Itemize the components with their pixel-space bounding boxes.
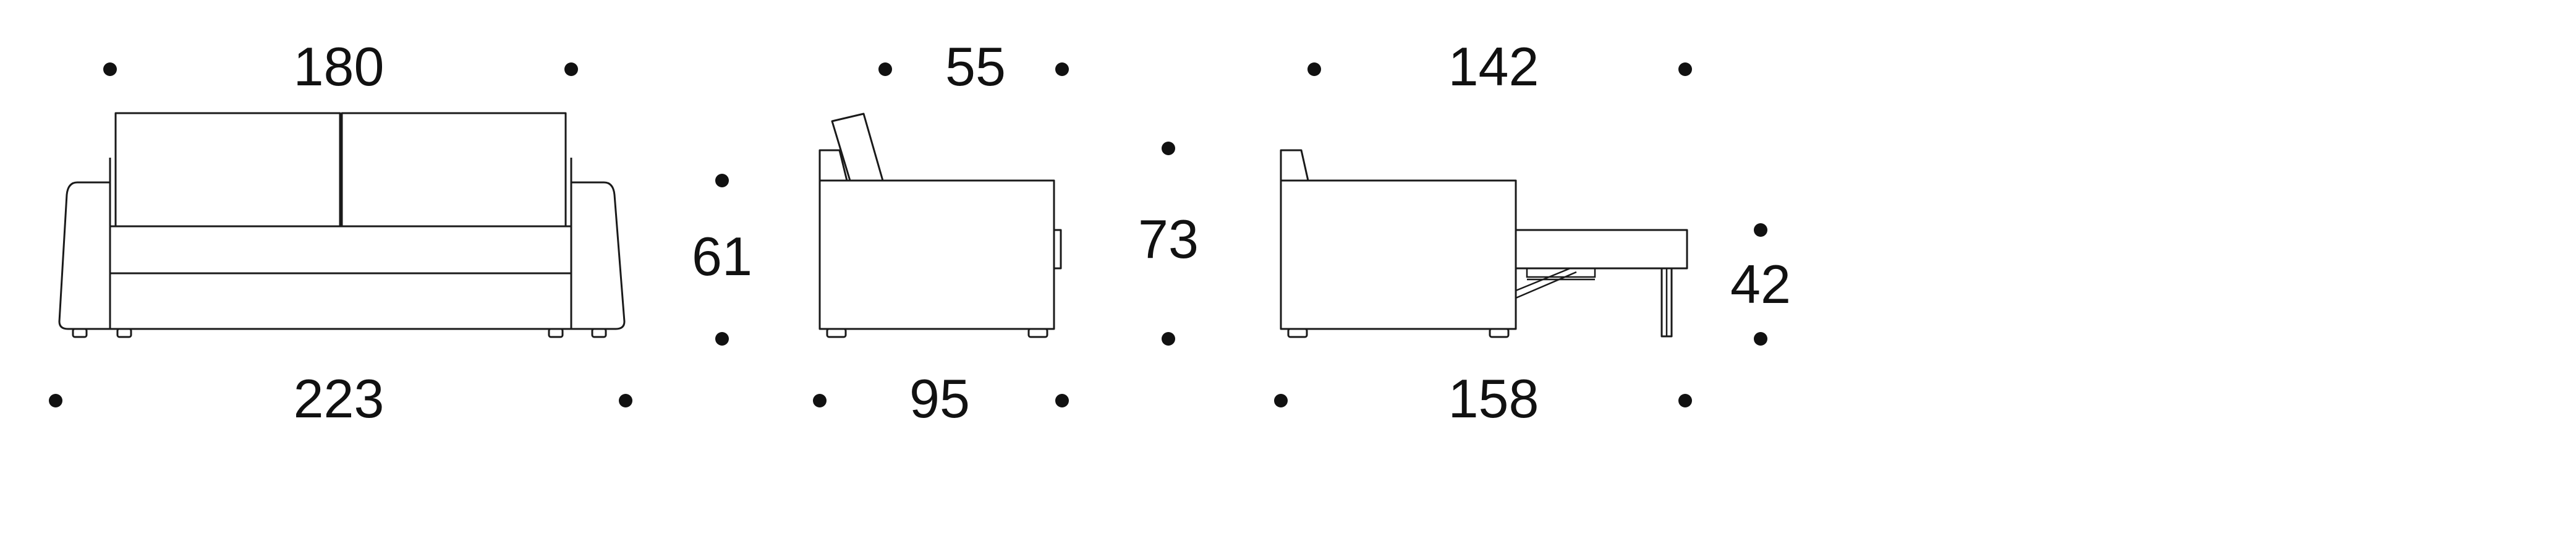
dot-180-right <box>564 62 578 76</box>
side-bottom-depth-label: 95 <box>909 368 970 429</box>
bed-foot-rear <box>1287 328 1308 338</box>
bed-top-length-label: 142 <box>1448 36 1539 97</box>
dot-158-right <box>1678 394 1692 407</box>
foot-1 <box>72 328 88 338</box>
left-armrest <box>58 181 110 330</box>
dot-42-bottom <box>1754 332 1767 346</box>
dot-142-right <box>1678 62 1692 76</box>
side-body <box>818 179 1055 330</box>
dot-55-left <box>878 62 892 76</box>
side-back-cushion <box>831 113 884 182</box>
back-cushion-left <box>114 112 341 228</box>
dot-158-left <box>1274 394 1288 407</box>
foot-3 <box>548 328 564 338</box>
bed-body <box>1280 179 1517 330</box>
dot-223-right <box>619 394 632 407</box>
dot-142-left <box>1307 62 1321 76</box>
front-bottom-width-label: 223 <box>293 368 385 429</box>
dot-95-left <box>813 394 827 407</box>
front-view-drawing <box>58 112 626 338</box>
dot-73-bottom <box>1162 332 1175 346</box>
bed-mechanism-arm-1 <box>1515 267 1571 292</box>
bed-mechanism-arm-2 <box>1515 271 1577 299</box>
bed-view-drawing <box>1280 149 1688 338</box>
foot-4 <box>591 328 607 338</box>
bed-bottom-length-label: 158 <box>1448 368 1539 429</box>
sofa-base <box>109 272 572 330</box>
right-armrest <box>571 181 626 330</box>
side-foot-rear <box>826 328 847 338</box>
dot-180-left <box>103 62 117 76</box>
dot-55-right <box>1055 62 1069 76</box>
dot-223-left <box>49 394 62 407</box>
side-total-height-label: 73 <box>1138 208 1199 270</box>
foot-2 <box>116 328 132 338</box>
dot-73-top <box>1162 142 1175 155</box>
seat-cushion <box>109 225 572 275</box>
dot-42-top <box>1754 223 1767 237</box>
dot-61-bottom <box>715 332 729 346</box>
side-view-drawing <box>818 113 1062 338</box>
side-top-depth-label: 55 <box>945 36 1006 97</box>
bed-rear-post <box>1280 149 1309 181</box>
side-rear-post <box>818 149 848 181</box>
bed-seat-height-label: 42 <box>1730 253 1791 315</box>
front-back-height-label: 61 <box>692 226 752 287</box>
bed-mechanism-rail <box>1526 268 1596 278</box>
dot-95-right <box>1055 394 1069 407</box>
side-foot-front <box>1027 328 1048 338</box>
back-cushion-right <box>341 112 567 228</box>
front-top-width-label: 180 <box>293 36 385 97</box>
dot-61-top <box>715 174 729 187</box>
bed-foot-front <box>1489 328 1510 338</box>
bed-mattress-extension <box>1515 229 1688 270</box>
side-handle <box>1053 229 1062 270</box>
